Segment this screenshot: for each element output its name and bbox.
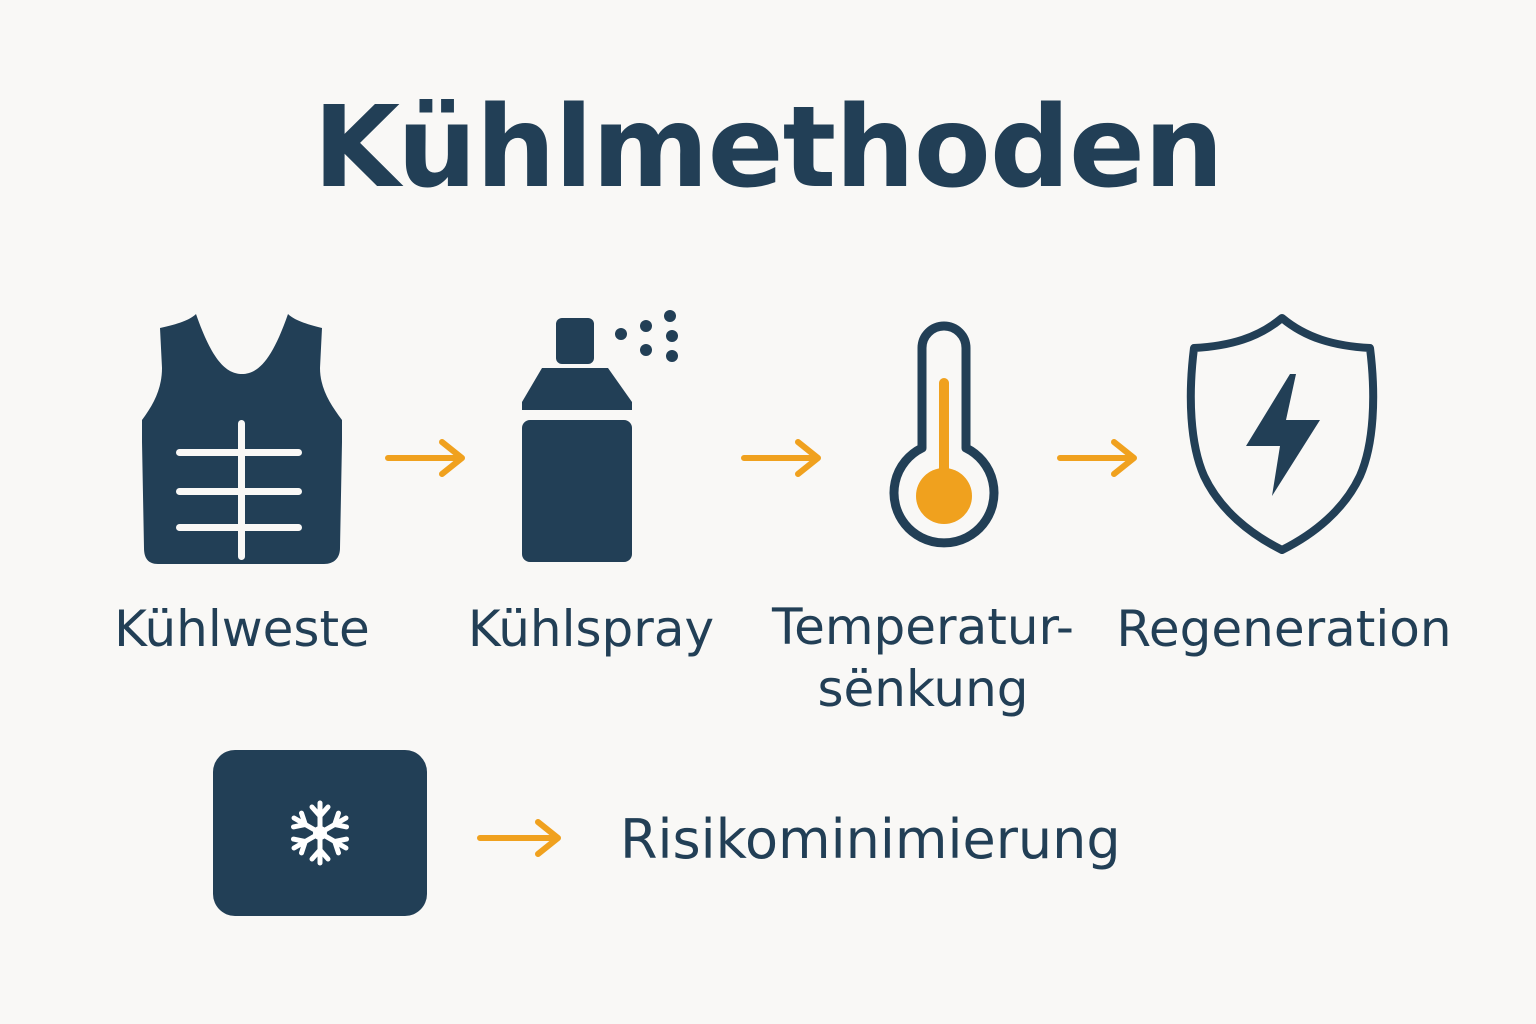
step-label-kuehlweste: Kühlweste xyxy=(104,598,380,660)
thermometer-icon xyxy=(889,321,999,548)
step-label-text: Kühlweste xyxy=(114,600,370,658)
step-label-text: Kühlspray xyxy=(467,600,715,658)
step-label-kuehlspray: Kühlspray xyxy=(456,598,726,660)
step-label-line2: sënkung xyxy=(817,660,1029,718)
step-label-line1: Temperatur- xyxy=(772,598,1074,656)
step-label-regeneration: Regeneration xyxy=(1116,598,1452,660)
spray-can-icon xyxy=(522,310,678,562)
page-title: Kühlmethoden xyxy=(313,83,1223,213)
arrow-right-icon xyxy=(385,439,465,477)
cold-pack-box xyxy=(213,750,427,916)
step-label-text: Regeneration xyxy=(1116,600,1452,658)
arrow-right-icon xyxy=(1057,439,1137,477)
snowflake-icon xyxy=(290,800,350,866)
step-label-temperatursenkung: Temperatur- sënkung xyxy=(768,596,1078,720)
arrow-right-icon xyxy=(741,439,821,477)
shield-lightning-icon xyxy=(1186,314,1378,554)
arrow-right-icon xyxy=(477,819,561,857)
cooling-vest-icon xyxy=(142,314,342,564)
result-label: Risikominimierung xyxy=(620,808,1121,871)
